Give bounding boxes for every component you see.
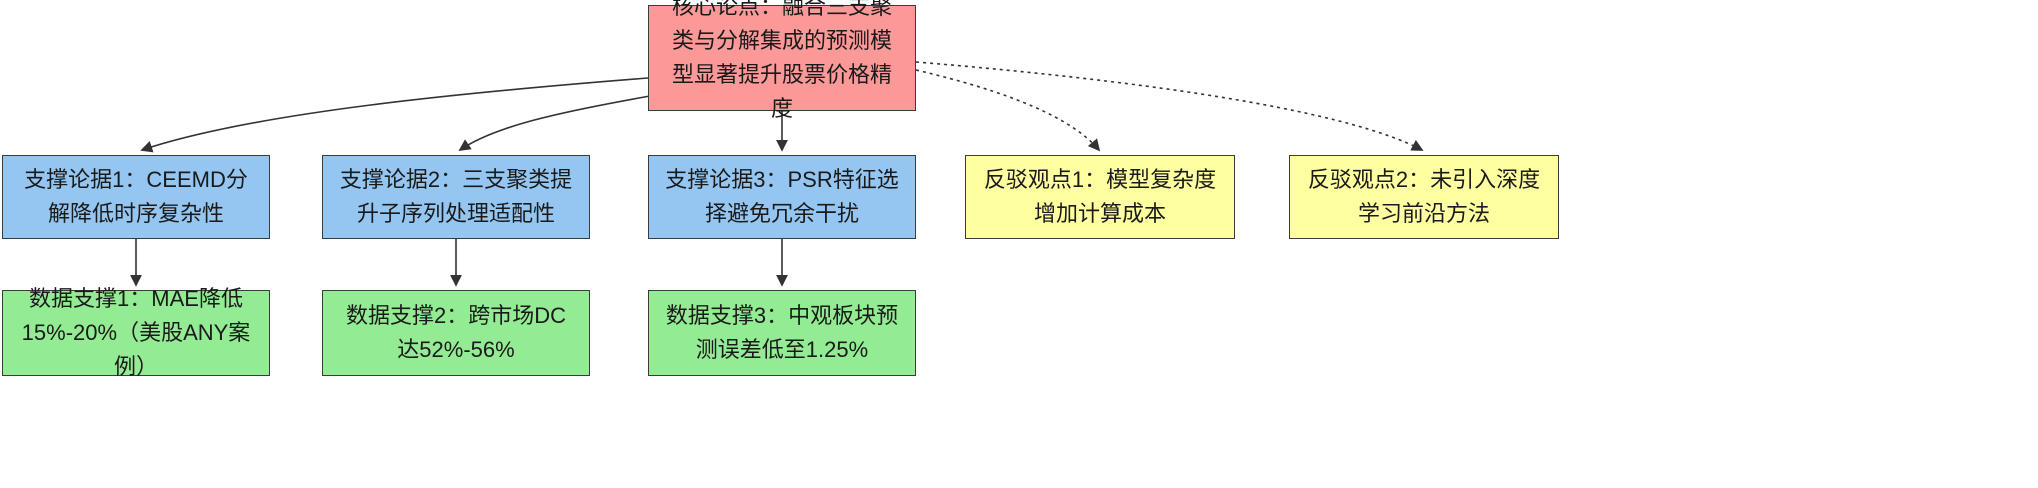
- core-claim-node: 核心论点：融合三支聚类与分解集成的预测模型显著提升股票价格精度: [648, 0, 916, 121]
- support-node-1: 支撑论据1：CEEMD分解降低时序复杂性: [2, 155, 270, 239]
- data-support-node-2: 数据支撑2：跨市场DC达52%-56%: [322, 290, 590, 376]
- edge-core-to-support2: [458, 95, 651, 152]
- edge-core-to-rebuttal2: [915, 61, 1424, 151]
- edge-core-to-rebuttal1: [915, 69, 1101, 152]
- edge-core-to-support1: [140, 77, 649, 153]
- support-node-2: 支撑论据2：三支聚类提升子序列处理适配性: [322, 155, 590, 239]
- rebuttal-node-1: 反驳观点1：模型复杂度增加计算成本: [965, 155, 1235, 239]
- data-support-node-3: 数据支撑3：中观板块预测误差低至1.25%: [648, 290, 916, 376]
- data-support-node-1: 数据支撑1：MAE降低15%-20%（美股ANY案例）: [2, 286, 270, 379]
- support-node-3: 支撑论据3：PSR特征选择避免冗余干扰: [648, 155, 916, 239]
- rebuttal-node-2: 反驳观点2：未引入深度学习前沿方法: [1289, 155, 1559, 239]
